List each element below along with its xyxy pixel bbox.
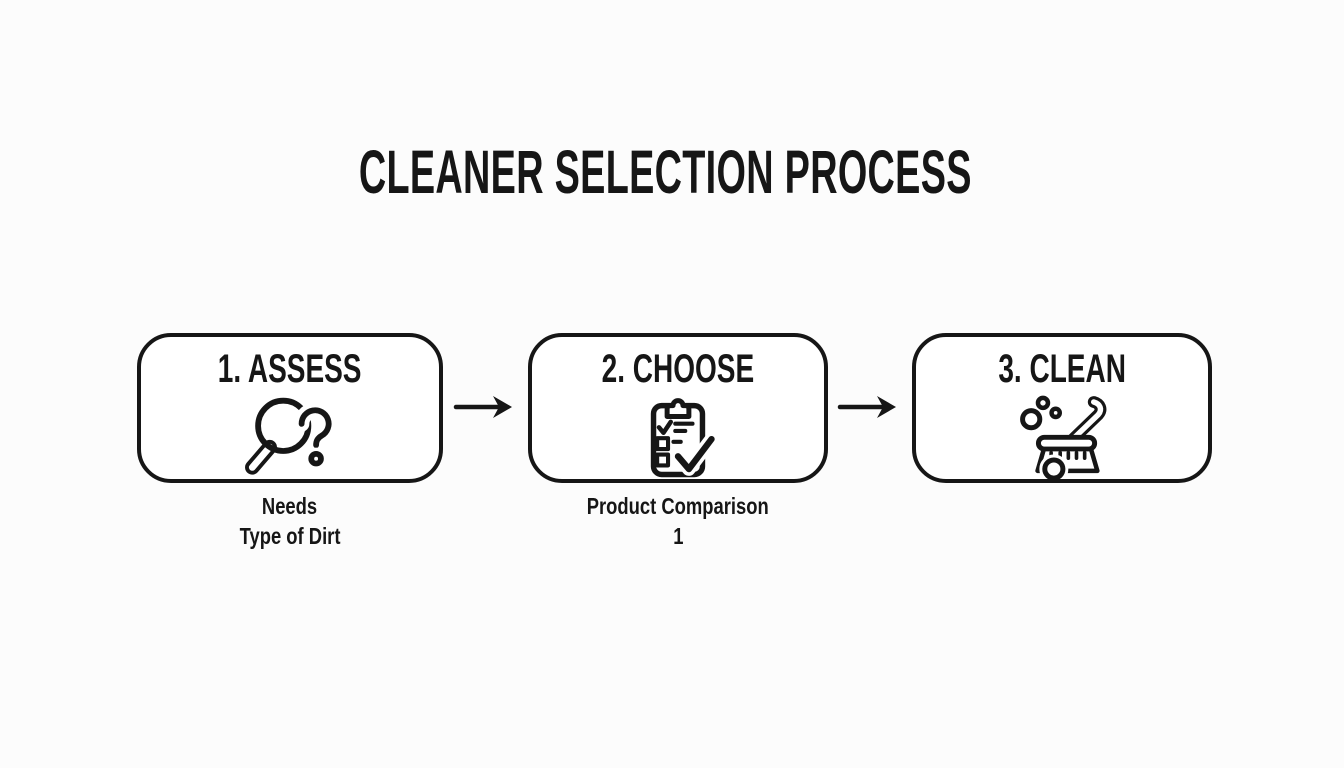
- caption-line: Needs: [262, 493, 318, 519]
- step-box-assess: 1. ASSESS: [137, 333, 443, 483]
- step-box-choose: 2. CHOOSE: [528, 333, 828, 483]
- step-caption-clean: [912, 491, 1212, 551]
- caption-line: Type of Dirt: [239, 523, 341, 549]
- right-arrow-icon: [453, 396, 512, 418]
- step-label-choose: 2. CHOOSE: [601, 347, 755, 391]
- magnifier-question-icon: [245, 397, 337, 475]
- page-title: CLEANER SELECTION PROCESS: [0, 142, 1330, 203]
- step-box-clean: 3. CLEAN: [912, 333, 1212, 483]
- clipboard-checklist-icon: [650, 398, 719, 478]
- caption-line: Product Comparison: [587, 493, 769, 519]
- cleaning-brush-icon: [1020, 395, 1107, 479]
- caption-line: 1: [672, 523, 684, 549]
- step-label-assess: 1. ASSESS: [218, 347, 362, 391]
- page-title-text: CLEANER SELECTION PROCESS: [358, 138, 972, 206]
- step-caption-assess: Needs Type of Dirt: [137, 491, 443, 551]
- step-label-clean: 3. CLEAN: [998, 347, 1126, 391]
- step-caption-choose: Product Comparison 1: [528, 491, 828, 551]
- right-arrow-icon: [837, 396, 896, 418]
